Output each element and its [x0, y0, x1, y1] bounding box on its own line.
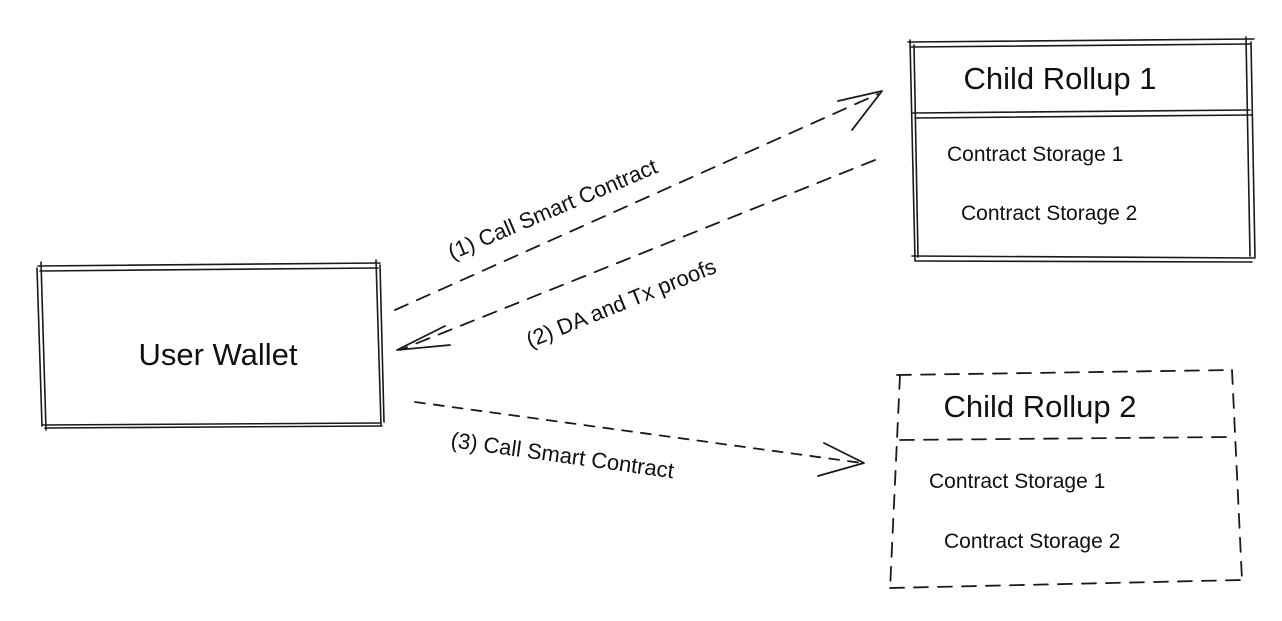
arrow-call-rollup1: (1) Call Smart Contract — [394, 90, 883, 311]
user-wallet-box: User Wallet — [36, 259, 385, 431]
child-rollup-1-title: Child Rollup 1 — [964, 61, 1157, 96]
arrow3-label: (3) Call Smart Contract — [449, 427, 675, 483]
rollup2-storage-1: Contract Storage 1 — [929, 470, 1105, 493]
rollup1-storage-2: Contract Storage 2 — [961, 202, 1137, 225]
user-wallet-title: User Wallet — [138, 337, 297, 372]
arrow1-label: (1) Call Smart Contract — [444, 154, 661, 265]
child-rollup-2-title: Child Rollup 2 — [944, 389, 1137, 424]
arrow-call-rollup2: (3) Call Smart Contract — [414, 401, 865, 483]
arrow2-label: (2) DA and Tx proofs — [523, 254, 720, 353]
child-rollup-1-box: Child Rollup 1 Contract Storage 1 Contra… — [907, 36, 1256, 263]
child-rollup-2-box: Child Rollup 2 Contract Storage 1 Contra… — [889, 369, 1243, 591]
rollup1-storage-1: Contract Storage 1 — [947, 143, 1123, 166]
rollup2-storage-2: Contract Storage 2 — [944, 530, 1120, 553]
